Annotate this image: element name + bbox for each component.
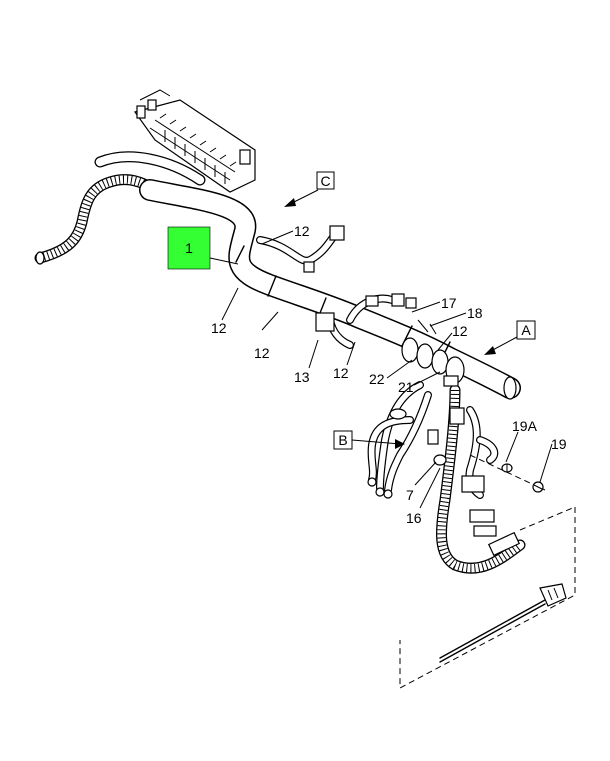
lower-left-drop [315, 312, 354, 349]
view-arrow-a [484, 336, 518, 355]
upper-middle-connectors [346, 293, 437, 335]
callout-12-top: 12 [294, 223, 310, 239]
callout-12-left: 12 [211, 320, 227, 336]
callout-21: 21 [398, 379, 414, 395]
grommet-cluster [401, 337, 465, 387]
callout-18: 18 [467, 305, 483, 321]
fuse-relay-block [134, 89, 256, 193]
view-arrow-b [351, 439, 405, 449]
callout-17: 17 [441, 295, 457, 311]
upper-branch-connector [256, 225, 345, 273]
leader-lines [209, 230, 553, 509]
callout-19: 19 [551, 436, 567, 452]
callout-13: 13 [294, 369, 310, 385]
view-label-a: A [516, 320, 536, 340]
view-label-b: B [333, 430, 353, 450]
detail-box-cable-tie [399, 506, 576, 689]
callout-7: 7 [406, 487, 414, 503]
ground-wires [367, 381, 447, 499]
highlighted-callout-1[interactable]: 1 [167, 226, 211, 270]
view-arrow-c [284, 189, 319, 207]
callout-1-label: 1 [185, 240, 193, 256]
callout-12-right: 12 [452, 323, 468, 339]
svg-text:B: B [338, 432, 347, 448]
svg-text:A: A [521, 322, 531, 338]
right-hanging-harness [436, 384, 526, 574]
callout-22: 22 [369, 371, 385, 387]
callout-12-lower: 12 [333, 365, 349, 381]
view-label-c: C [316, 171, 335, 190]
fasteners [469, 454, 546, 493]
callout-16: 16 [406, 510, 422, 526]
callout-12-mid: 12 [254, 345, 270, 361]
left-convoluted-harness [34, 151, 206, 265]
main-harness-trunk [139, 179, 521, 400]
callout-19a: 19A [512, 418, 538, 434]
svg-text:C: C [320, 173, 330, 189]
